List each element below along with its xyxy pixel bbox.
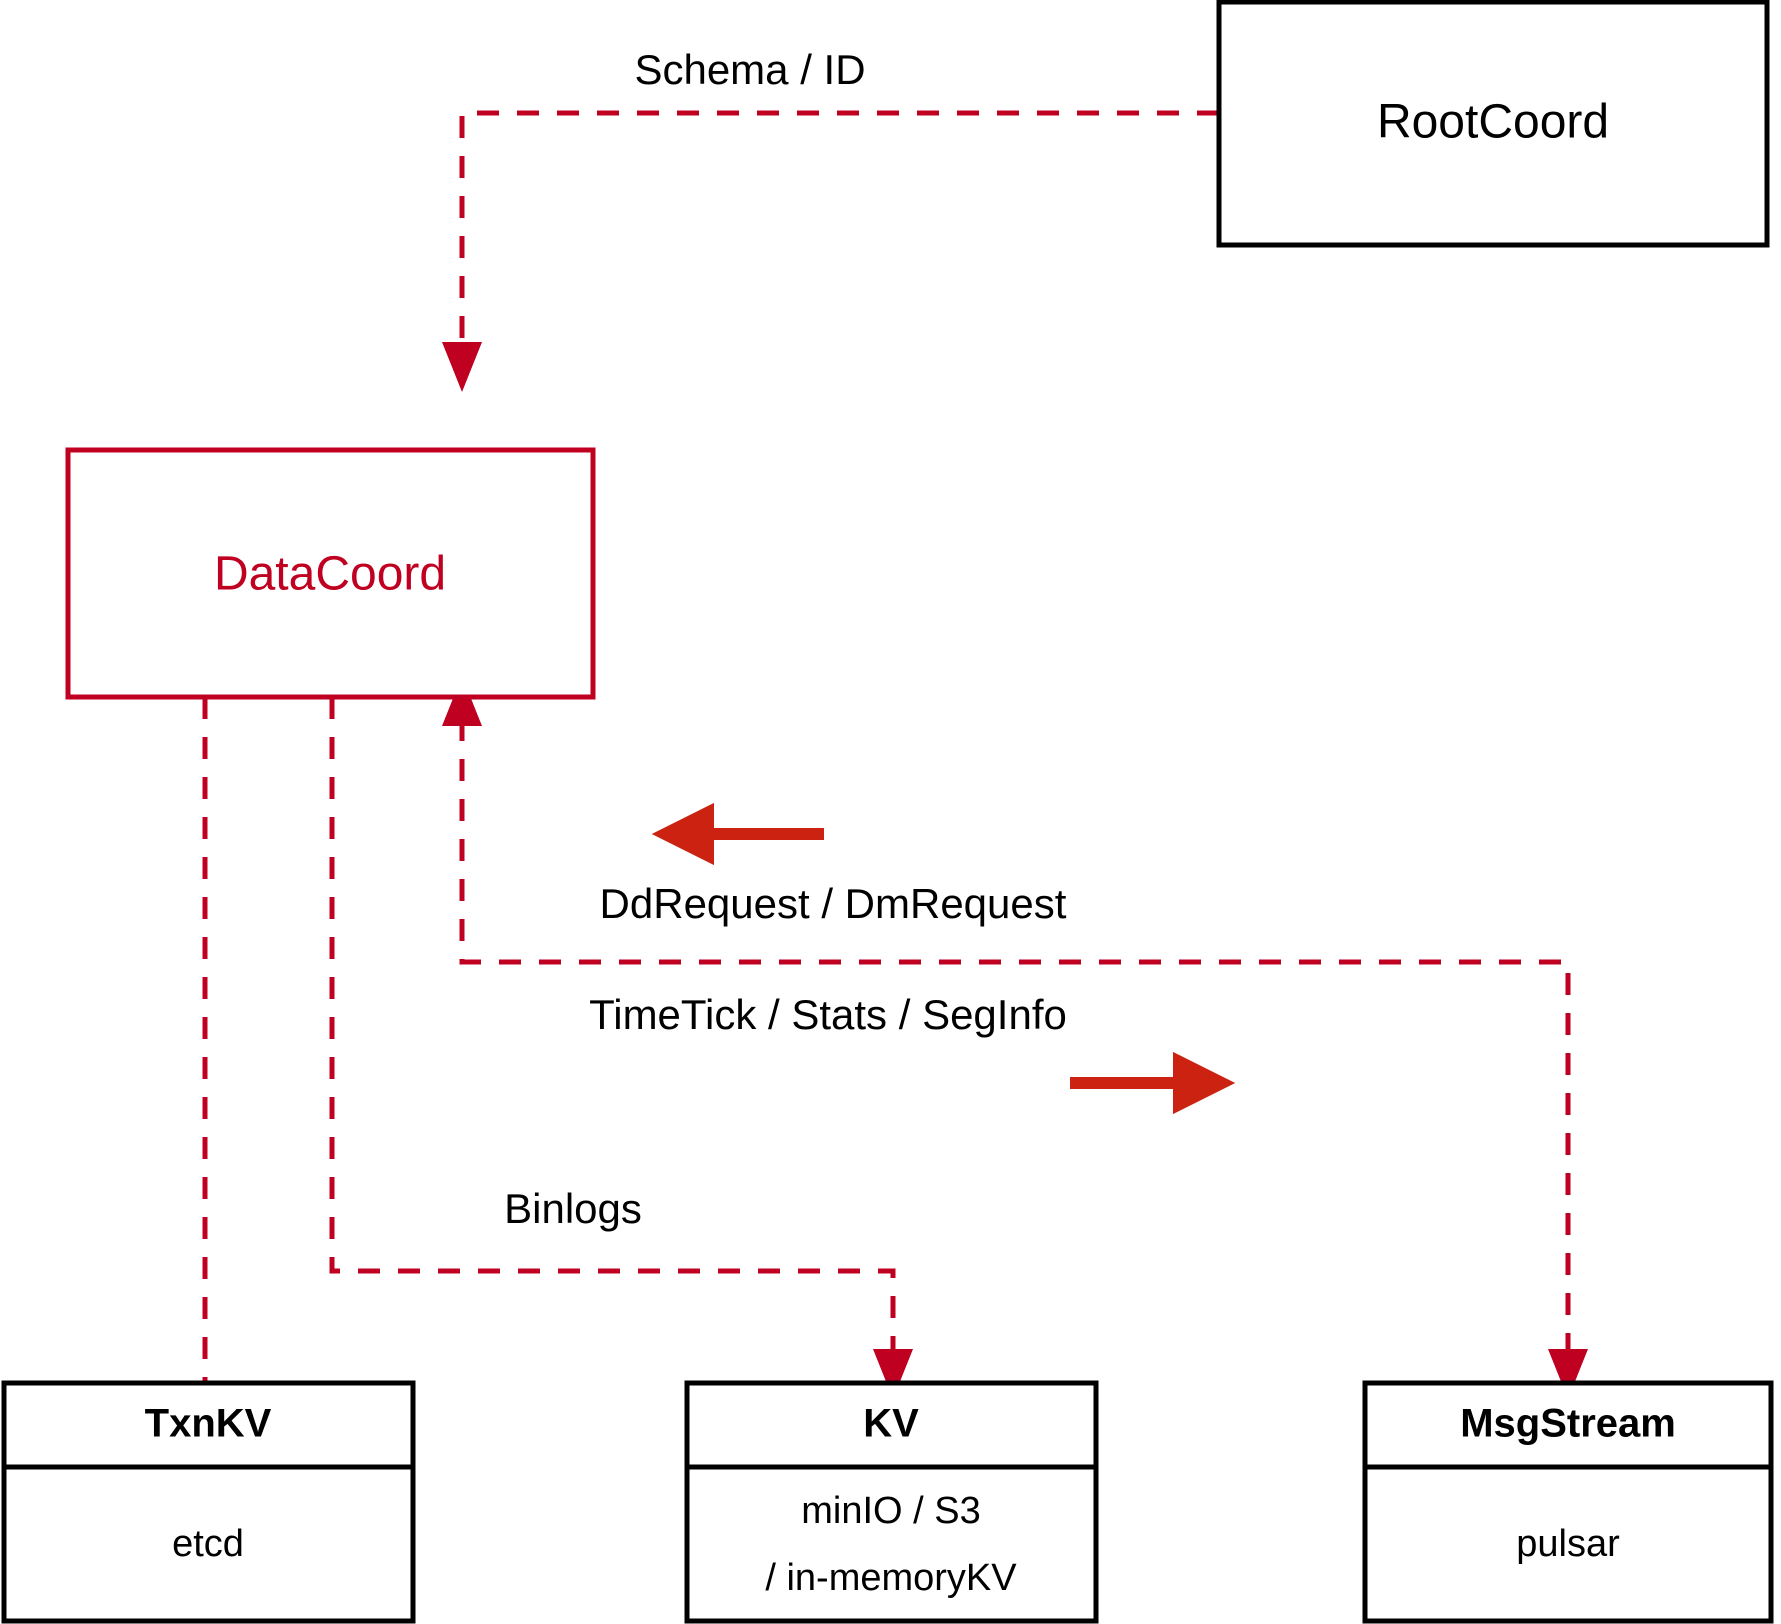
node-txnkv[interactable]: TxnKV etcd xyxy=(1,1380,416,1624)
node-txnkv-subtitle: etcd xyxy=(172,1523,244,1565)
edge-binlogs xyxy=(329,697,913,1400)
node-rootcoord[interactable]: RootCoord xyxy=(1216,0,1770,248)
node-kv-subtitle-line1: minIO / S3 xyxy=(801,1490,981,1532)
node-txnkv-title: TxnKV xyxy=(145,1402,272,1446)
edge-label-timetick-stats-seginfo: TimeTick / Stats / SegInfo xyxy=(589,991,1067,1038)
node-datacoord-label: DataCoord xyxy=(214,548,446,601)
node-datacoord[interactable]: DataCoord xyxy=(65,447,596,700)
node-msgstream-title: MsgStream xyxy=(1460,1402,1676,1446)
node-kv-title: KV xyxy=(863,1402,919,1446)
node-rootcoord-label: RootCoord xyxy=(1377,96,1609,149)
edge-label-dd-dm-request: DdRequest / DmRequest xyxy=(600,880,1067,927)
edge-schema-id xyxy=(442,110,1219,393)
node-msgstream-subtitle: pulsar xyxy=(1516,1523,1620,1565)
node-kv-subtitle-line2: / in-memoryKV xyxy=(765,1557,1017,1599)
edge-label-schema-id: Schema / ID xyxy=(634,46,865,93)
edge-msgstream-bus xyxy=(442,675,1588,1400)
node-kv[interactable]: KV minIO / S3 / in-memoryKV xyxy=(684,1380,1099,1624)
edge-label-binlogs: Binlogs xyxy=(504,1185,642,1232)
node-msgstream[interactable]: MsgStream pulsar xyxy=(1362,1380,1774,1624)
